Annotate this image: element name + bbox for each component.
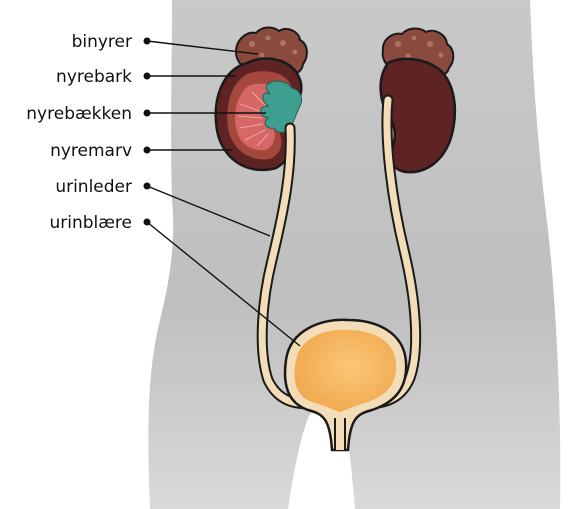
label-urinblaere: urinblære — [49, 213, 132, 233]
label-nyremarv: nyremarv — [50, 141, 132, 161]
urethra — [336, 418, 344, 450]
label-urinleder: urinleder — [55, 177, 132, 197]
label-binyrer: binyrer — [72, 32, 132, 52]
leader-dots — [143, 37, 151, 226]
label-nyrebaekken: nyrebækken — [26, 104, 132, 124]
label-nyrebark: nyrebark — [56, 67, 132, 87]
bladder-urine — [294, 329, 397, 412]
leader-lines — [146, 40, 301, 347]
left-renal-pelvis — [260, 80, 303, 133]
